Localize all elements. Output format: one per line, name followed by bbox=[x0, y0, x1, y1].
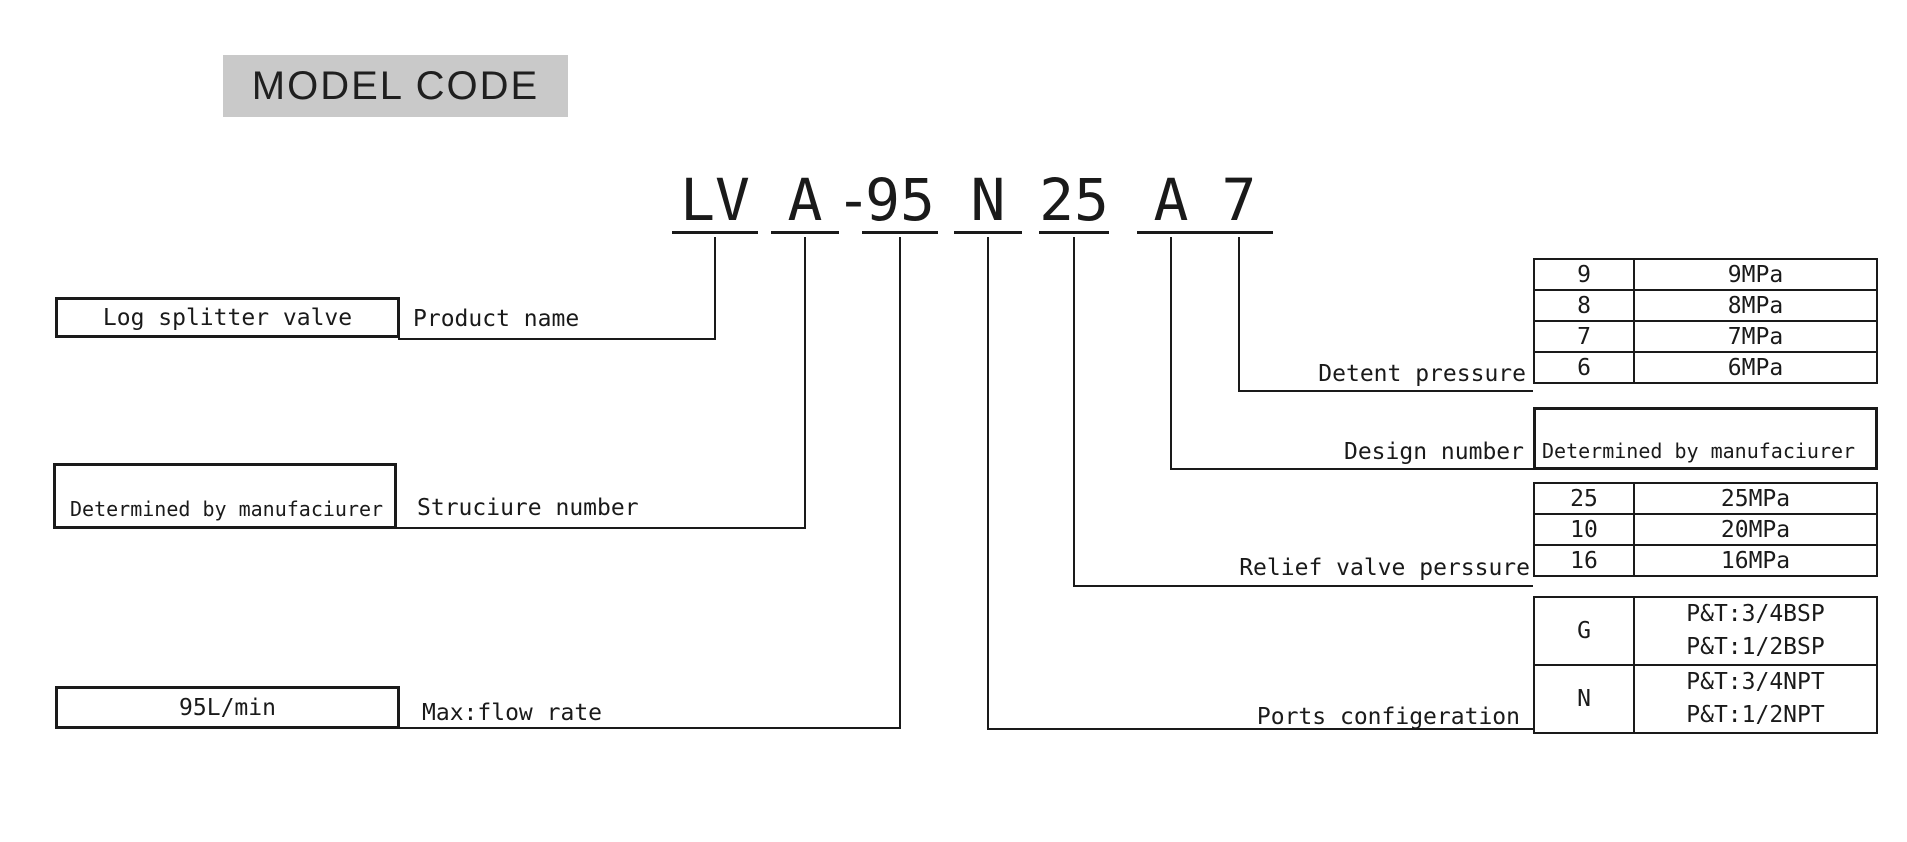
connector-hline-relief bbox=[1073, 585, 1533, 587]
connector-hline-structure bbox=[395, 527, 806, 529]
detent-value-cell: 7MPa bbox=[1633, 320, 1878, 353]
connector-hline-design bbox=[1170, 468, 1533, 470]
relief-value-cell: 25MPa bbox=[1633, 482, 1878, 515]
ports-code-cell: N bbox=[1533, 664, 1635, 734]
code-segment-7: 7 bbox=[1205, 168, 1273, 234]
table-row: N P&T:3/4NPT P&T:1/2NPT bbox=[1533, 664, 1878, 734]
table-row: 25 25MPa bbox=[1533, 482, 1878, 515]
detent-pressure-label: Detent pressure bbox=[1318, 361, 1526, 387]
table-row: 10 20MPa bbox=[1533, 513, 1878, 546]
relief-value-cell: 16MPa bbox=[1633, 544, 1878, 577]
detent-code-cell: 7 bbox=[1533, 320, 1635, 353]
product-name-box: Log splitter valve bbox=[55, 297, 400, 338]
code-segment-lv: LV bbox=[672, 168, 758, 234]
ports-configuration-table: G P&T:3/4BSP P&T:1/2BSP N P&T:3/4NPT P&T… bbox=[1533, 596, 1878, 734]
connector-hline-flow bbox=[398, 727, 901, 729]
detent-value-cell: 9MPa bbox=[1633, 258, 1878, 291]
ports-value-cell: P&T:3/4BSP P&T:1/2BSP bbox=[1633, 596, 1878, 666]
ports-value-line: P&T:1/2BSP bbox=[1686, 634, 1825, 660]
relief-code-cell: 25 bbox=[1533, 482, 1635, 515]
table-row: 16 16MPa bbox=[1533, 544, 1878, 577]
ports-value-line: P&T:1/2NPT bbox=[1686, 702, 1825, 728]
relief-valve-pressure-label: Relief valve perssure bbox=[1239, 555, 1530, 581]
detent-pressure-table: 9 9MPa 8 8MPa 7 7MPa 6 6MPa bbox=[1533, 258, 1878, 384]
connector-vline-a1 bbox=[804, 237, 806, 529]
table-row: 9 9MPa bbox=[1533, 258, 1878, 291]
detent-code-cell: 8 bbox=[1533, 289, 1635, 322]
ports-value-line: P&T:3/4NPT bbox=[1686, 669, 1825, 695]
relief-code-cell: 16 bbox=[1533, 544, 1635, 577]
design-number-box: Determined by manufaciurer bbox=[1533, 407, 1878, 470]
page-title: MODEL CODE bbox=[223, 55, 568, 117]
code-segment-95: 95 bbox=[862, 168, 938, 234]
detent-value-cell: 8MPa bbox=[1633, 289, 1878, 322]
relief-code-cell: 10 bbox=[1533, 513, 1635, 546]
connector-vline-lv bbox=[714, 237, 716, 340]
code-segment-a1: A bbox=[771, 168, 839, 234]
detent-code-cell: 9 bbox=[1533, 258, 1635, 291]
max-flow-rate-label: Max:flow rate bbox=[422, 700, 603, 726]
code-segment-dash: - bbox=[836, 166, 871, 234]
ports-configuration-label: Ports configeration bbox=[1256, 704, 1520, 730]
connector-vline-a2 bbox=[1170, 237, 1172, 470]
code-segment-n: N bbox=[954, 168, 1022, 234]
design-number-label: Design number bbox=[1343, 439, 1524, 465]
connector-vline-95 bbox=[899, 237, 901, 729]
table-row: 6 6MPa bbox=[1533, 351, 1878, 384]
connector-vline-n bbox=[987, 237, 989, 730]
relief-value-cell: 20MPa bbox=[1633, 513, 1878, 546]
table-row: 7 7MPa bbox=[1533, 320, 1878, 353]
structure-number-label: Struciure number bbox=[417, 495, 639, 521]
ports-value-cell: P&T:3/4NPT P&T:1/2NPT bbox=[1633, 664, 1878, 734]
product-name-label: Product name bbox=[413, 306, 580, 332]
connector-vline-25 bbox=[1073, 237, 1075, 587]
connector-hline-ports bbox=[987, 728, 1533, 730]
detent-code-cell: 6 bbox=[1533, 351, 1635, 384]
table-row: G P&T:3/4BSP P&T:1/2BSP bbox=[1533, 596, 1878, 666]
connector-hline-product bbox=[398, 338, 716, 340]
code-segment-25: 25 bbox=[1039, 166, 1109, 234]
table-row: 8 8MPa bbox=[1533, 289, 1878, 322]
ports-code-cell: G bbox=[1533, 596, 1635, 666]
connector-hline-detent bbox=[1238, 390, 1533, 392]
detent-value-cell: 6MPa bbox=[1633, 351, 1878, 384]
max-flow-rate-box: 95L/min bbox=[55, 686, 400, 729]
ports-value-line: P&T:3/4BSP bbox=[1686, 601, 1825, 627]
connector-vline-7 bbox=[1238, 237, 1240, 392]
structure-number-box: Determined by manufaciurer bbox=[53, 463, 397, 529]
code-segment-a2: A bbox=[1137, 168, 1205, 234]
relief-valve-pressure-table: 25 25MPa 10 20MPa 16 16MPa bbox=[1533, 482, 1878, 577]
